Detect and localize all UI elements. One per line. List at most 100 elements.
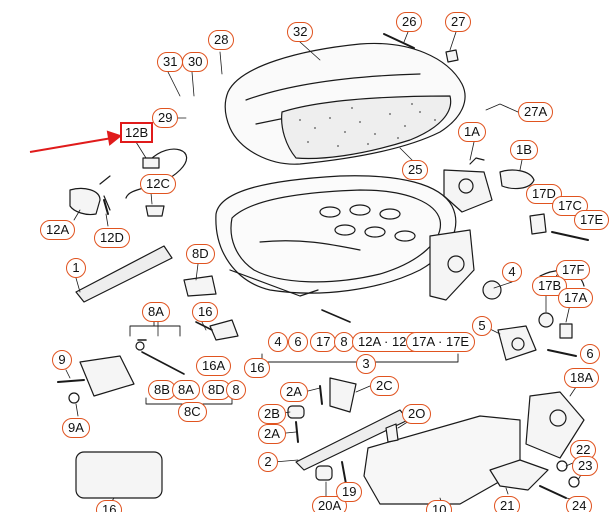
callout-17d: 17D (526, 184, 562, 204)
bolt-9 (57, 379, 85, 383)
callout-mid-4: 4 (268, 332, 288, 352)
callout-mid-6: 6 (288, 332, 308, 352)
callout-17f: 17F (556, 260, 591, 280)
side-mechanism (429, 229, 475, 301)
cushion-foam (281, 95, 452, 160)
callout-22: 22 (570, 440, 597, 460)
bracket-9 (79, 355, 135, 397)
callout-29: 29 (152, 108, 179, 128)
cap-20a (315, 465, 333, 481)
callout-4: 4 (502, 262, 522, 282)
bracket-8d (183, 275, 217, 297)
callout-12c: 12C (140, 174, 176, 194)
callout-24: 24 (566, 496, 593, 512)
callout-9a: 9A (62, 418, 90, 438)
height-adjuster (443, 169, 493, 213)
callout-9: 9 (52, 350, 72, 370)
callout-32: 32 (287, 22, 314, 42)
bolt-17e (551, 231, 589, 241)
callout-10: 16 (96, 500, 123, 512)
callout-16-b: 16 (244, 358, 271, 378)
nut-9a (68, 392, 80, 404)
callout-27: 27 (445, 12, 472, 32)
callout-23: 23 (572, 456, 599, 476)
callout-12d: 12D (94, 228, 130, 248)
callout-31: 31 (157, 52, 184, 72)
callout-2b: 2B (258, 404, 286, 424)
callout-28: 28 (208, 30, 235, 50)
bolt-24 (539, 485, 567, 499)
spring-17 (321, 309, 351, 323)
callout-6: 6 (580, 344, 600, 364)
screw-12d (103, 199, 109, 215)
screw-2a-b (295, 421, 299, 443)
clip-12c (145, 205, 165, 217)
callout-17e: 17E (574, 210, 610, 230)
bracket-16 (209, 319, 239, 341)
callout-12b: 12B (120, 122, 154, 143)
nut-23 (568, 476, 580, 488)
callout-1a: 1A (458, 122, 486, 142)
bar-1 (75, 245, 173, 303)
callout-8a-top: 8A (142, 302, 170, 322)
bracket-2c (329, 377, 357, 413)
callout-8: 8 (226, 380, 246, 400)
callout-20a: 20A (312, 496, 348, 512)
cover-10 (75, 451, 163, 499)
callout-12a: 12A (40, 220, 76, 240)
callout-8d: 8D (186, 244, 215, 264)
callout-8c: 8C (178, 402, 207, 422)
callout-8b: 8B (148, 380, 176, 400)
seat-frame (215, 175, 457, 294)
callout-16a: 16A (196, 356, 232, 376)
screw-19 (341, 461, 347, 485)
cable-12b (125, 148, 188, 199)
callout-26: 26 (396, 12, 423, 32)
cap-22 (556, 460, 568, 472)
callout-mid-17a17e: 17A · 17E (406, 332, 476, 352)
callout-16: 16 (192, 302, 219, 322)
callout-mid-8: 8 (334, 332, 354, 352)
callout-20: 2O (402, 404, 432, 424)
clip-27 (445, 49, 459, 63)
clip-20 (385, 423, 399, 443)
screw-2a (319, 385, 323, 405)
callout-10-b: 10 (426, 500, 453, 512)
rod-26 (383, 33, 415, 49)
callout-17a: 17A (558, 288, 594, 308)
group-bracket-8a (129, 325, 181, 337)
washer-17b (538, 312, 554, 328)
clip-17d (529, 213, 547, 235)
callout-30: 30 (182, 52, 209, 72)
spring-8a (137, 339, 185, 375)
callout-19: 19 (336, 482, 363, 502)
callout-2c: 2C (370, 376, 399, 396)
callout-8a: 8A (172, 380, 200, 400)
handle-1b (499, 169, 535, 190)
knob-4 (482, 280, 502, 300)
callout-mid-12a12c: 12A · 12C (352, 332, 422, 352)
callout-21: 21 (494, 496, 521, 512)
callout-18a: 18A (564, 368, 600, 388)
bolt-6 (547, 349, 577, 357)
callout-mid-3: 3 (356, 354, 376, 374)
callout-5: 5 (472, 316, 492, 336)
callout-2a-b: 2A (258, 424, 286, 444)
callout-17b: 17B (532, 276, 568, 296)
callout-25: 25 (402, 160, 429, 180)
callout-mid-17: 17 (310, 332, 337, 352)
callout-2a-a: 2A (280, 382, 308, 402)
rail-left (229, 269, 319, 297)
bushing-17a (559, 323, 573, 339)
lever-21 (489, 459, 549, 491)
callout-2: 2 (258, 452, 278, 472)
callout-27a: 27A (518, 102, 554, 122)
highlight-arrow (29, 130, 123, 153)
lever-12a (69, 187, 101, 216)
callout-1b: 1B (510, 140, 538, 160)
trim-10 (363, 415, 521, 505)
callout-1: 1 (66, 258, 86, 278)
bracket-5 (497, 325, 537, 361)
